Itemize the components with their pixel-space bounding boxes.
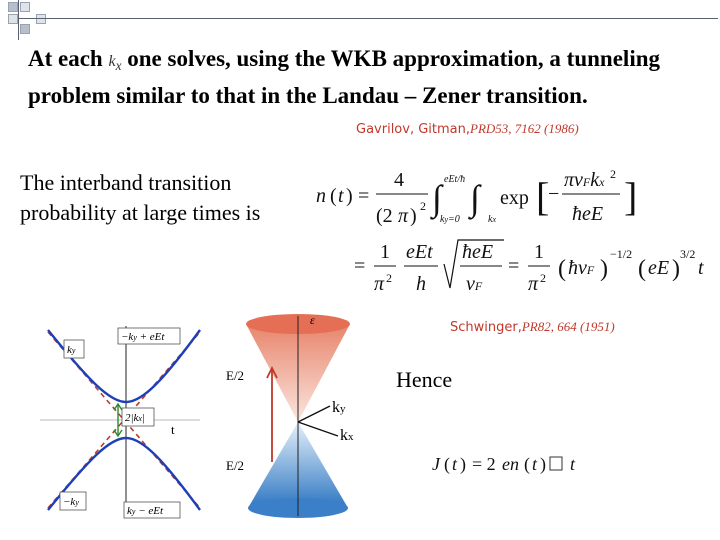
decor-square — [20, 2, 30, 12]
label-ky-axis: ky — [332, 399, 346, 416]
probability-text: The interband transition probability at … — [20, 170, 261, 225]
divider — [18, 0, 19, 40]
reference-gavrilov: Gavrilov, Gitman,PRD53, 7162 (1986) — [356, 121, 579, 137]
svg-text:∫: ∫ — [468, 178, 482, 220]
label-gap: 2|kx| — [125, 412, 145, 424]
svg-text:2: 2 — [420, 199, 426, 213]
svg-text:vF: vF — [466, 273, 483, 295]
svg-text:π: π — [528, 273, 539, 295]
divider — [18, 18, 718, 19]
svg-text:t: t — [570, 454, 576, 474]
svg-text:): ) — [346, 185, 353, 207]
svg-text:∫: ∫ — [430, 178, 444, 220]
decor-square — [8, 14, 18, 24]
svg-text:eEt: eEt — [406, 241, 433, 263]
svg-text:(: ( — [444, 454, 450, 475]
svg-text:=: = — [354, 255, 365, 277]
svg-text:J: J — [432, 454, 441, 474]
svg-text:1: 1 — [534, 241, 544, 263]
svg-text:(2: (2 — [376, 205, 393, 227]
label-E-half-top: E/2 — [226, 368, 244, 383]
svg-text:(: ( — [638, 256, 646, 282]
decor-square — [36, 14, 46, 24]
svg-text:−1/2: −1/2 — [610, 247, 632, 261]
svg-text:eE: eE — [648, 257, 669, 279]
label-kx-axis: kx — [340, 427, 354, 444]
reference-authors: Schwinger, — [450, 320, 522, 335]
svg-text:4: 4 — [394, 169, 404, 191]
svg-text:2: 2 — [386, 271, 392, 285]
svg-text:(: ( — [330, 185, 337, 207]
label-minus-ky: −ky — [63, 496, 79, 508]
svg-text:(: ( — [558, 256, 566, 282]
svg-text:exp: exp — [500, 187, 529, 209]
slide-decoration — [0, 0, 720, 40]
svg-text:t: t — [338, 185, 344, 207]
t-axis-label: t — [171, 422, 175, 437]
svg-text:t: t — [452, 454, 458, 474]
svg-text:): ) — [460, 454, 466, 475]
svg-text:= 2: = 2 — [472, 454, 496, 474]
decor-square — [20, 24, 30, 34]
label-ky: ky — [67, 344, 76, 356]
kx-symbol: kx — [108, 53, 122, 74]
svg-text:[: [ — [536, 174, 549, 219]
slide-title: At each kx one solves, using the WKB app… — [28, 44, 668, 111]
svg-text:eEt/ħ: eEt/ħ — [444, 174, 465, 185]
reference-authors: Gavrilov, Gitman, — [356, 122, 470, 137]
figure-dirac-cone: ε E/2 E/2 ky kx — [226, 313, 354, 518]
hence-label: Hence — [396, 367, 453, 392]
energy-axis-label: ε — [310, 313, 315, 327]
svg-text:=: = — [358, 185, 369, 207]
label-ky-minus-eEt: ky − eEt — [127, 505, 164, 517]
svg-text:=: = — [508, 255, 519, 277]
svg-text:1: 1 — [380, 241, 390, 263]
svg-text:ħeE: ħeE — [572, 203, 603, 225]
svg-text:ky=0: ky=0 — [440, 214, 460, 225]
svg-text:): ) — [410, 205, 417, 227]
svg-text:t: t — [532, 454, 538, 474]
svg-text:): ) — [540, 454, 546, 475]
figure-band-crossing: t ky −ky + eEt 2|kx| −ky ky − eEt — [40, 326, 201, 519]
reference-citation: PR82, 664 (1951) — [521, 319, 615, 334]
title-part1: At each — [28, 46, 103, 71]
svg-text:−: − — [548, 183, 559, 205]
svg-text:h: h — [416, 273, 426, 295]
svg-text:n: n — [316, 185, 326, 207]
svg-text:(: ( — [524, 454, 530, 475]
svg-text:3/2: 3/2 — [680, 247, 695, 261]
svg-text:kx: kx — [488, 214, 496, 225]
svg-text:π: π — [398, 205, 409, 227]
svg-text:π: π — [374, 273, 385, 295]
svg-text:ħeE: ħeE — [462, 241, 493, 263]
svg-text:t: t — [698, 257, 704, 279]
svg-text:en: en — [502, 454, 519, 474]
svg-text:ħvF: ħvF — [568, 257, 595, 279]
label-E-half-bottom: E/2 — [226, 458, 244, 473]
svg-text:]: ] — [624, 174, 637, 219]
upper-band-curve — [47, 329, 201, 404]
svg-text:): ) — [600, 256, 608, 282]
label-minus-ky-plus-eEt: −ky + eEt — [121, 331, 165, 343]
lower-band-curve — [47, 436, 201, 511]
svg-text:2: 2 — [540, 271, 546, 285]
decor-square — [8, 2, 18, 12]
svg-text:πvFkx: πvFkx — [564, 169, 605, 191]
reference-schwinger: Schwinger,PR82, 664 (1951) — [450, 319, 615, 335]
svg-text:2: 2 — [610, 167, 616, 181]
title-part2: one solves, using the WKB approximation,… — [28, 46, 660, 109]
svg-text:): ) — [672, 256, 680, 282]
reference-citation: PRD53, 7162 (1986) — [470, 121, 579, 136]
